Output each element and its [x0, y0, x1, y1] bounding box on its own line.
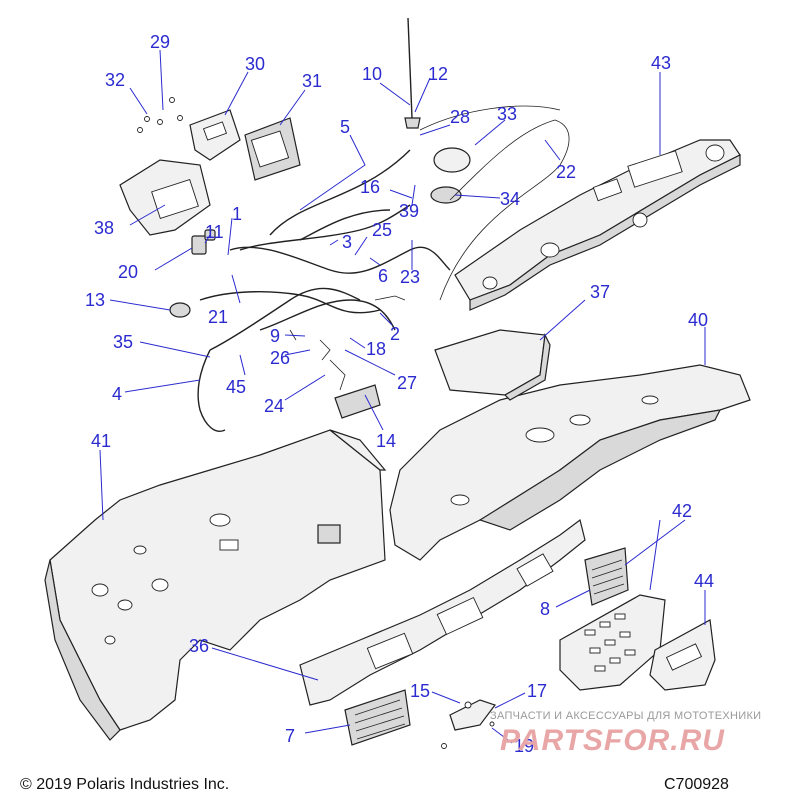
callout-8: 8 [540, 599, 550, 619]
callout-23: 23 [400, 267, 420, 287]
part-38-cluster-housing [119, 159, 211, 236]
part-31-display [244, 117, 301, 181]
callout-14: 14 [376, 431, 396, 451]
callout-39: 39 [399, 201, 419, 221]
part-20-switch [191, 229, 216, 255]
callout-19: 19 [514, 736, 534, 756]
part-42-grille [559, 594, 666, 691]
callout-24: 24 [264, 396, 284, 416]
part-10-antenna [404, 17, 421, 129]
footer: © 2019 Polaris Industries Inc. C700928 [20, 776, 729, 793]
callout-42: 42 [672, 501, 692, 521]
callout-18: 18 [366, 339, 386, 359]
callout-35: 35 [113, 332, 133, 352]
part-13-disc [169, 302, 191, 318]
callout-15: 15 [410, 681, 430, 701]
callout-7: 7 [285, 726, 295, 746]
callout-25: 25 [372, 220, 392, 240]
hardware-29-32 [137, 97, 183, 133]
callout-29: 29 [150, 32, 170, 52]
part-17-bracket [441, 699, 496, 749]
callout-22: 22 [556, 162, 576, 182]
callout-labels: 1 2 3 4 5 6 7 8 9 10 11 12 13 14 15 16 1… [85, 32, 714, 756]
callout-43: 43 [651, 53, 671, 73]
callout-12: 12 [428, 64, 448, 84]
callout-32: 32 [105, 70, 125, 90]
callout-20: 20 [118, 262, 138, 282]
callout-21: 21 [208, 307, 228, 327]
callout-45: 45 [226, 377, 246, 397]
part-14-module [334, 384, 381, 419]
callout-37: 37 [590, 282, 610, 302]
callout-9: 9 [270, 326, 280, 346]
part-7-speaker [344, 689, 411, 746]
callout-28: 28 [450, 107, 470, 127]
grille-slots [584, 613, 636, 672]
callout-11: 11 [205, 222, 224, 242]
watermark: ЗАПЧАСТИ И АКСЕССУАРЫ ДЛЯ МОТОТЕХНИКИ PA… [490, 710, 761, 757]
callout-34: 34 [500, 189, 520, 209]
copyright-text: © 2019 Polaris Industries Inc. [20, 776, 229, 793]
diagram-code: C700928 [664, 776, 729, 793]
watermark-tagline: ЗАПЧАСТИ И АКСЕССУАРЫ ДЛЯ МОТОТЕХНИКИ [490, 710, 761, 722]
callout-26: 26 [270, 348, 290, 368]
part-30-bezel [189, 109, 241, 161]
callout-40: 40 [688, 310, 708, 330]
callout-6: 6 [378, 266, 388, 286]
part-44-bin [649, 619, 716, 691]
callout-17: 17 [527, 681, 547, 701]
part-drawings [44, 17, 751, 749]
callout-27: 27 [397, 373, 417, 393]
callout-30: 30 [245, 54, 265, 74]
part-41-side-panel [44, 429, 387, 741]
part-43-upper-dash [454, 139, 741, 311]
part-36-lower-dash [299, 518, 586, 706]
callout-31: 31 [302, 71, 322, 91]
callout-4: 4 [112, 384, 122, 404]
callout-3: 3 [342, 232, 352, 252]
part-40-center-console [389, 364, 751, 561]
callout-16: 16 [360, 177, 380, 197]
callout-36: 36 [189, 636, 209, 656]
wiring-harness [197, 105, 570, 432]
callout-38: 38 [94, 218, 114, 238]
callout-41: 41 [91, 431, 111, 451]
leader-lines [99, 49, 706, 744]
callout-1: 1 [232, 204, 242, 224]
callout-33: 33 [497, 104, 517, 124]
part-8-speaker [584, 547, 629, 606]
callout-13: 13 [85, 290, 105, 310]
callout-10: 10 [362, 64, 382, 84]
callout-2: 2 [390, 324, 400, 344]
watermark-brand: PARTSFOR.RU [500, 724, 725, 757]
part-33-pod [430, 147, 471, 204]
callout-44: 44 [694, 571, 714, 591]
part-37-glove-box [434, 329, 551, 401]
callout-5: 5 [340, 117, 350, 137]
